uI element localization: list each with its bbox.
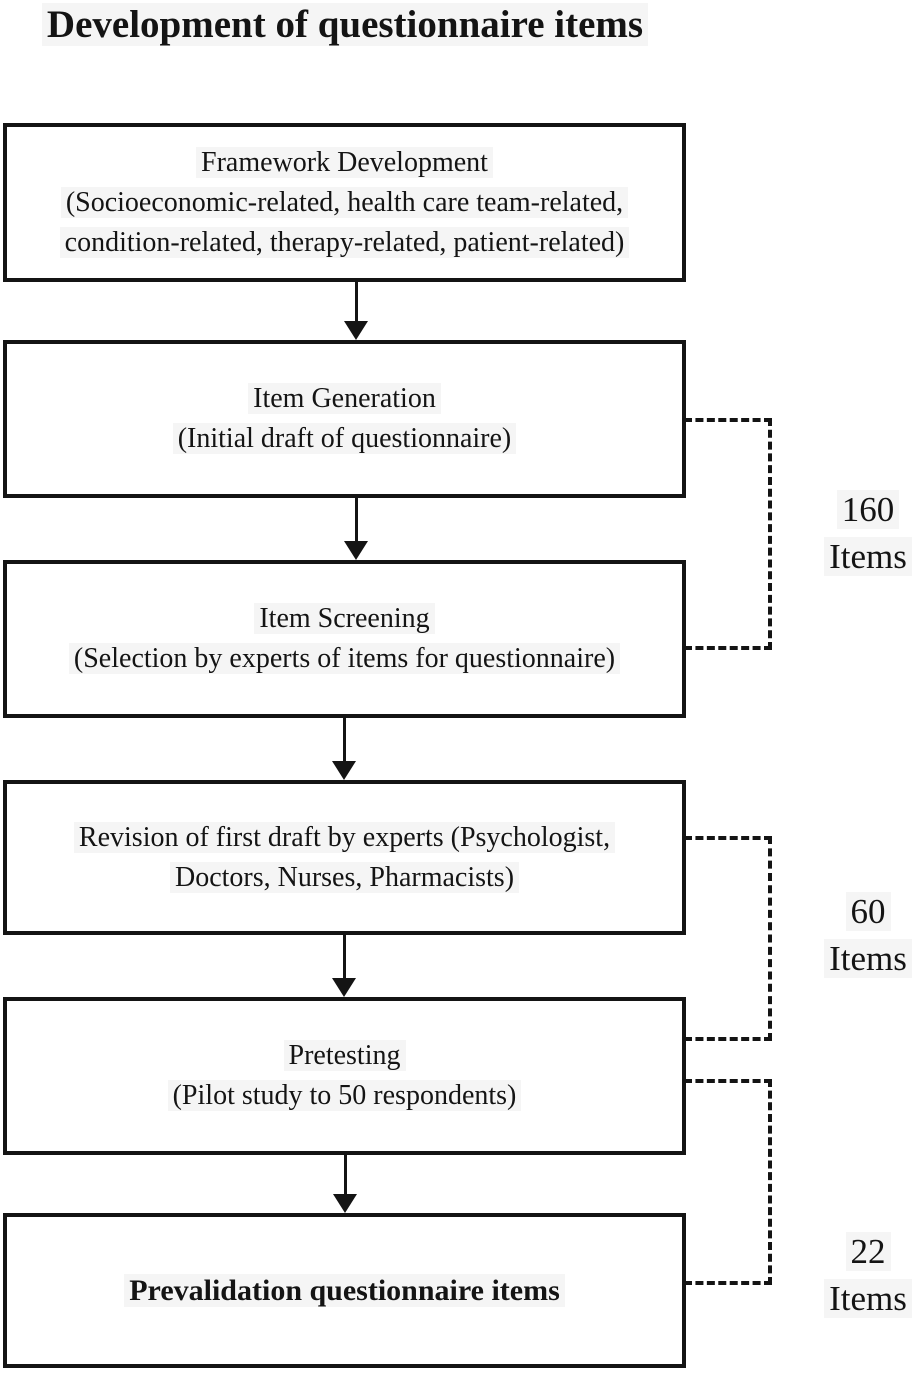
- count-value: 22: [845, 1232, 891, 1271]
- arrow-head-icon: [344, 541, 368, 560]
- flow-box-framework-development: Framework Development (Socioeconomic-rel…: [3, 123, 686, 282]
- box-text: Item Screening: [254, 603, 435, 634]
- box-text-line: Framework Development: [196, 143, 493, 183]
- arrow-head-icon: [332, 978, 356, 997]
- flow-box-item-screening: Item Screening (Selection by experts of …: [3, 560, 686, 718]
- page-title: Development of questionnaire items: [0, 2, 690, 48]
- box-text: (Initial draft of questionnaire): [172, 423, 517, 454]
- flow-arrow-2: [344, 498, 368, 560]
- count-line: Items: [820, 935, 915, 982]
- arrow-shaft: [342, 935, 346, 978]
- box-text: (Selection by experts of items for quest…: [68, 643, 621, 674]
- box-text-line: (Initial draft of questionnaire): [172, 419, 517, 459]
- count-line: 160: [820, 486, 915, 533]
- flow-box-pretesting: Pretesting (Pilot study to 50 respondent…: [3, 997, 686, 1155]
- page-title-text: Development of questionnaire items: [41, 3, 649, 46]
- box-text-line: Item Generation: [248, 379, 441, 419]
- count-line: Items: [820, 533, 915, 580]
- flow-box-prevalidation-questionnaire-items: Prevalidation questionnaire items: [3, 1213, 686, 1368]
- dashed-bracket-60-items: [684, 836, 772, 1041]
- count-unit: Items: [824, 537, 912, 576]
- box-text: condition-related, therapy-related, pati…: [59, 226, 630, 258]
- count-value: 60: [845, 892, 891, 931]
- box-text-line: (Selection by experts of items for quest…: [68, 639, 621, 679]
- count-line: Items: [820, 1275, 915, 1322]
- box-text: (Socioeconomic-related, health care team…: [60, 186, 629, 218]
- box-text-line: Doctors, Nurses, Pharmacists): [169, 858, 520, 898]
- arrow-shaft: [354, 498, 358, 541]
- box-text: Prevalidation questionnaire items: [124, 1273, 565, 1307]
- item-count-label-60: 60 Items: [820, 888, 915, 982]
- arrow-head-icon: [333, 1194, 357, 1213]
- box-text: Revision of first draft by experts (Psyc…: [73, 821, 616, 853]
- box-text: Pretesting: [283, 1040, 406, 1071]
- count-value: 160: [836, 490, 900, 529]
- arrow-head-icon: [332, 761, 356, 780]
- box-text: (Pilot study to 50 respondents): [167, 1080, 522, 1111]
- count-line: 22: [820, 1228, 915, 1275]
- flow-arrow-5: [333, 1155, 357, 1213]
- box-text-line: Item Screening: [254, 599, 435, 639]
- box-text-line: condition-related, therapy-related, pati…: [59, 223, 630, 263]
- flow-arrow-4: [332, 935, 356, 997]
- flow-box-item-generation: Item Generation (Initial draft of questi…: [3, 340, 686, 498]
- item-count-label-160: 160 Items: [820, 486, 915, 580]
- box-text: Doctors, Nurses, Pharmacists): [169, 861, 520, 893]
- flow-box-revision-by-experts: Revision of first draft by experts (Psyc…: [3, 780, 686, 935]
- box-text: Framework Development: [196, 146, 493, 178]
- box-text-line: Pretesting: [283, 1036, 406, 1076]
- flow-arrow-1: [344, 282, 368, 340]
- box-text-line: Revision of first draft by experts (Psyc…: [73, 818, 616, 858]
- arrow-head-icon: [344, 321, 368, 340]
- box-text-line: Prevalidation questionnaire items: [124, 1271, 565, 1311]
- flow-arrow-3: [332, 717, 356, 780]
- count-unit: Items: [824, 1279, 912, 1318]
- count-line: 60: [820, 888, 915, 935]
- arrow-shaft: [342, 717, 346, 761]
- box-text-line: (Pilot study to 50 respondents): [167, 1076, 522, 1116]
- arrow-shaft: [354, 282, 358, 321]
- item-count-label-22: 22 Items: [820, 1228, 915, 1322]
- dashed-bracket-160-items: [684, 418, 772, 650]
- arrow-shaft: [343, 1155, 347, 1194]
- box-text: Item Generation: [248, 383, 441, 414]
- box-text-line: (Socioeconomic-related, health care team…: [60, 183, 629, 223]
- count-unit: Items: [824, 939, 912, 978]
- dashed-bracket-22-items: [684, 1079, 772, 1285]
